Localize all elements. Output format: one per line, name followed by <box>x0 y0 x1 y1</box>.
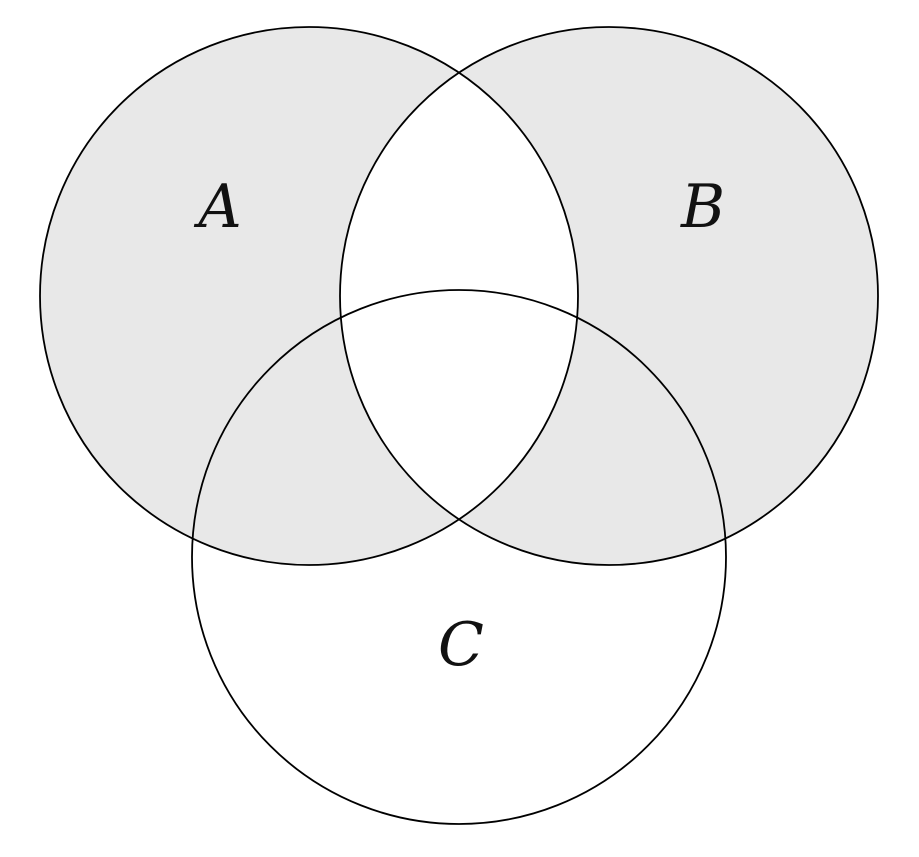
set-label-b: B <box>680 172 725 242</box>
set-label-c: C <box>438 610 484 680</box>
circle-c-outline <box>191 289 727 825</box>
circle-b-outline <box>339 26 879 566</box>
circle-a-outline <box>39 26 579 566</box>
set-label-a: A <box>193 172 241 242</box>
shaded-region-a-xor-b <box>39 26 878 566</box>
